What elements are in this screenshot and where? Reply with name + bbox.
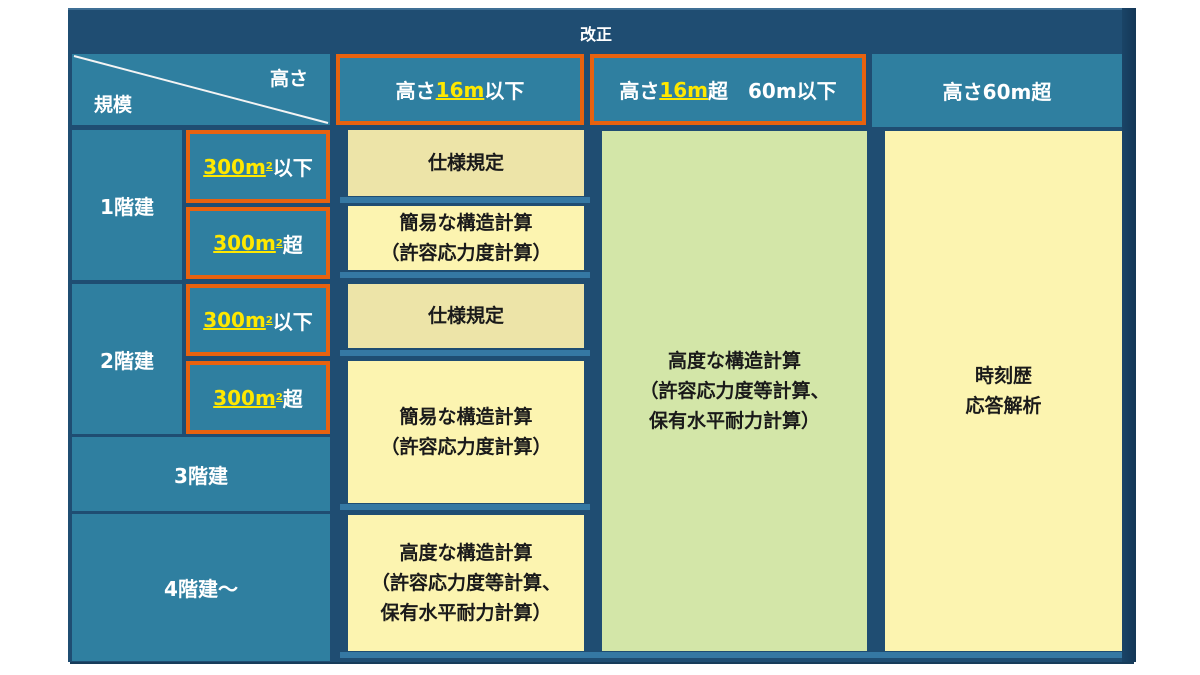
table-title: 改正 [579, 25, 612, 44]
cell-spec-rule-1-story-small: 仕様規定 [348, 130, 584, 196]
row-header-3-story: 3階建 [72, 437, 330, 511]
frame-side-bevel [1122, 8, 1136, 662]
row-label: 1階建 [100, 194, 154, 219]
cell-time-history-analysis: 時刻歴 応答解析 [885, 131, 1122, 651]
col-prefix: 高さ [619, 79, 660, 103]
column-header-over-60m: 高さ60m超 [872, 54, 1122, 127]
area-suffix: 以下 [272, 156, 313, 180]
cell-simple-calc-2-3-story: 簡易な構造計算 （許容応力度計算） [348, 361, 584, 503]
shelf [340, 197, 590, 203]
area-sup: 2 [275, 237, 283, 249]
area-sup: 2 [265, 161, 273, 172]
row-label: 3階建 [174, 463, 228, 488]
cell-advanced-calc-16-to-60m: 高度な構造計算 （許容応力度等計算、 保有水平耐力計算） [602, 131, 867, 651]
cell-spec-rule-2-story-small: 仕様規定 [348, 284, 584, 348]
area-value: 300m [213, 231, 276, 255]
area-suffix: 以下 [272, 309, 313, 334]
col-label: 高さ60m超 [942, 80, 1052, 104]
area-sup: 2 [275, 392, 283, 403]
diagonal-divider [73, 55, 329, 124]
shelf [340, 272, 590, 278]
col-highlight: 16m [435, 77, 485, 102]
corner-scale-label: 規模 [94, 94, 133, 116]
col-suffix: 以下 [484, 79, 525, 103]
area-suffix: 超 [282, 387, 303, 411]
row-label: 4階建～ [164, 577, 238, 601]
row-header-4-story-plus: 4階建～ [72, 514, 330, 661]
row-header-1-story: 1階建 [72, 130, 182, 280]
corner-header: 高さ 規模 [72, 54, 330, 125]
area-value: 300m [203, 308, 266, 332]
area-sup: 2 [265, 314, 273, 326]
shelf [340, 350, 590, 356]
area-value: 300m [213, 385, 276, 410]
col-prefix: 高さ [395, 79, 436, 103]
cell-advanced-calc-4-story: 高度な構造計算 （許容応力度等計算、 保有水平耐力計算） [348, 515, 584, 651]
row-header-2-story: 2階建 [72, 284, 182, 434]
shelf [340, 504, 590, 510]
col-suffix: 超 60m以下 [708, 79, 837, 103]
corner-height-label: 高さ [269, 68, 308, 90]
col-highlight: 16m [659, 77, 708, 102]
shelf [340, 652, 1122, 658]
area-value: 300m [203, 154, 266, 179]
cell-simple-calc-1-story-large: 簡易な構造計算 （許容応力度計算） [348, 206, 584, 270]
area-suffix: 超 [282, 232, 303, 257]
row-label: 2階建 [100, 348, 154, 373]
